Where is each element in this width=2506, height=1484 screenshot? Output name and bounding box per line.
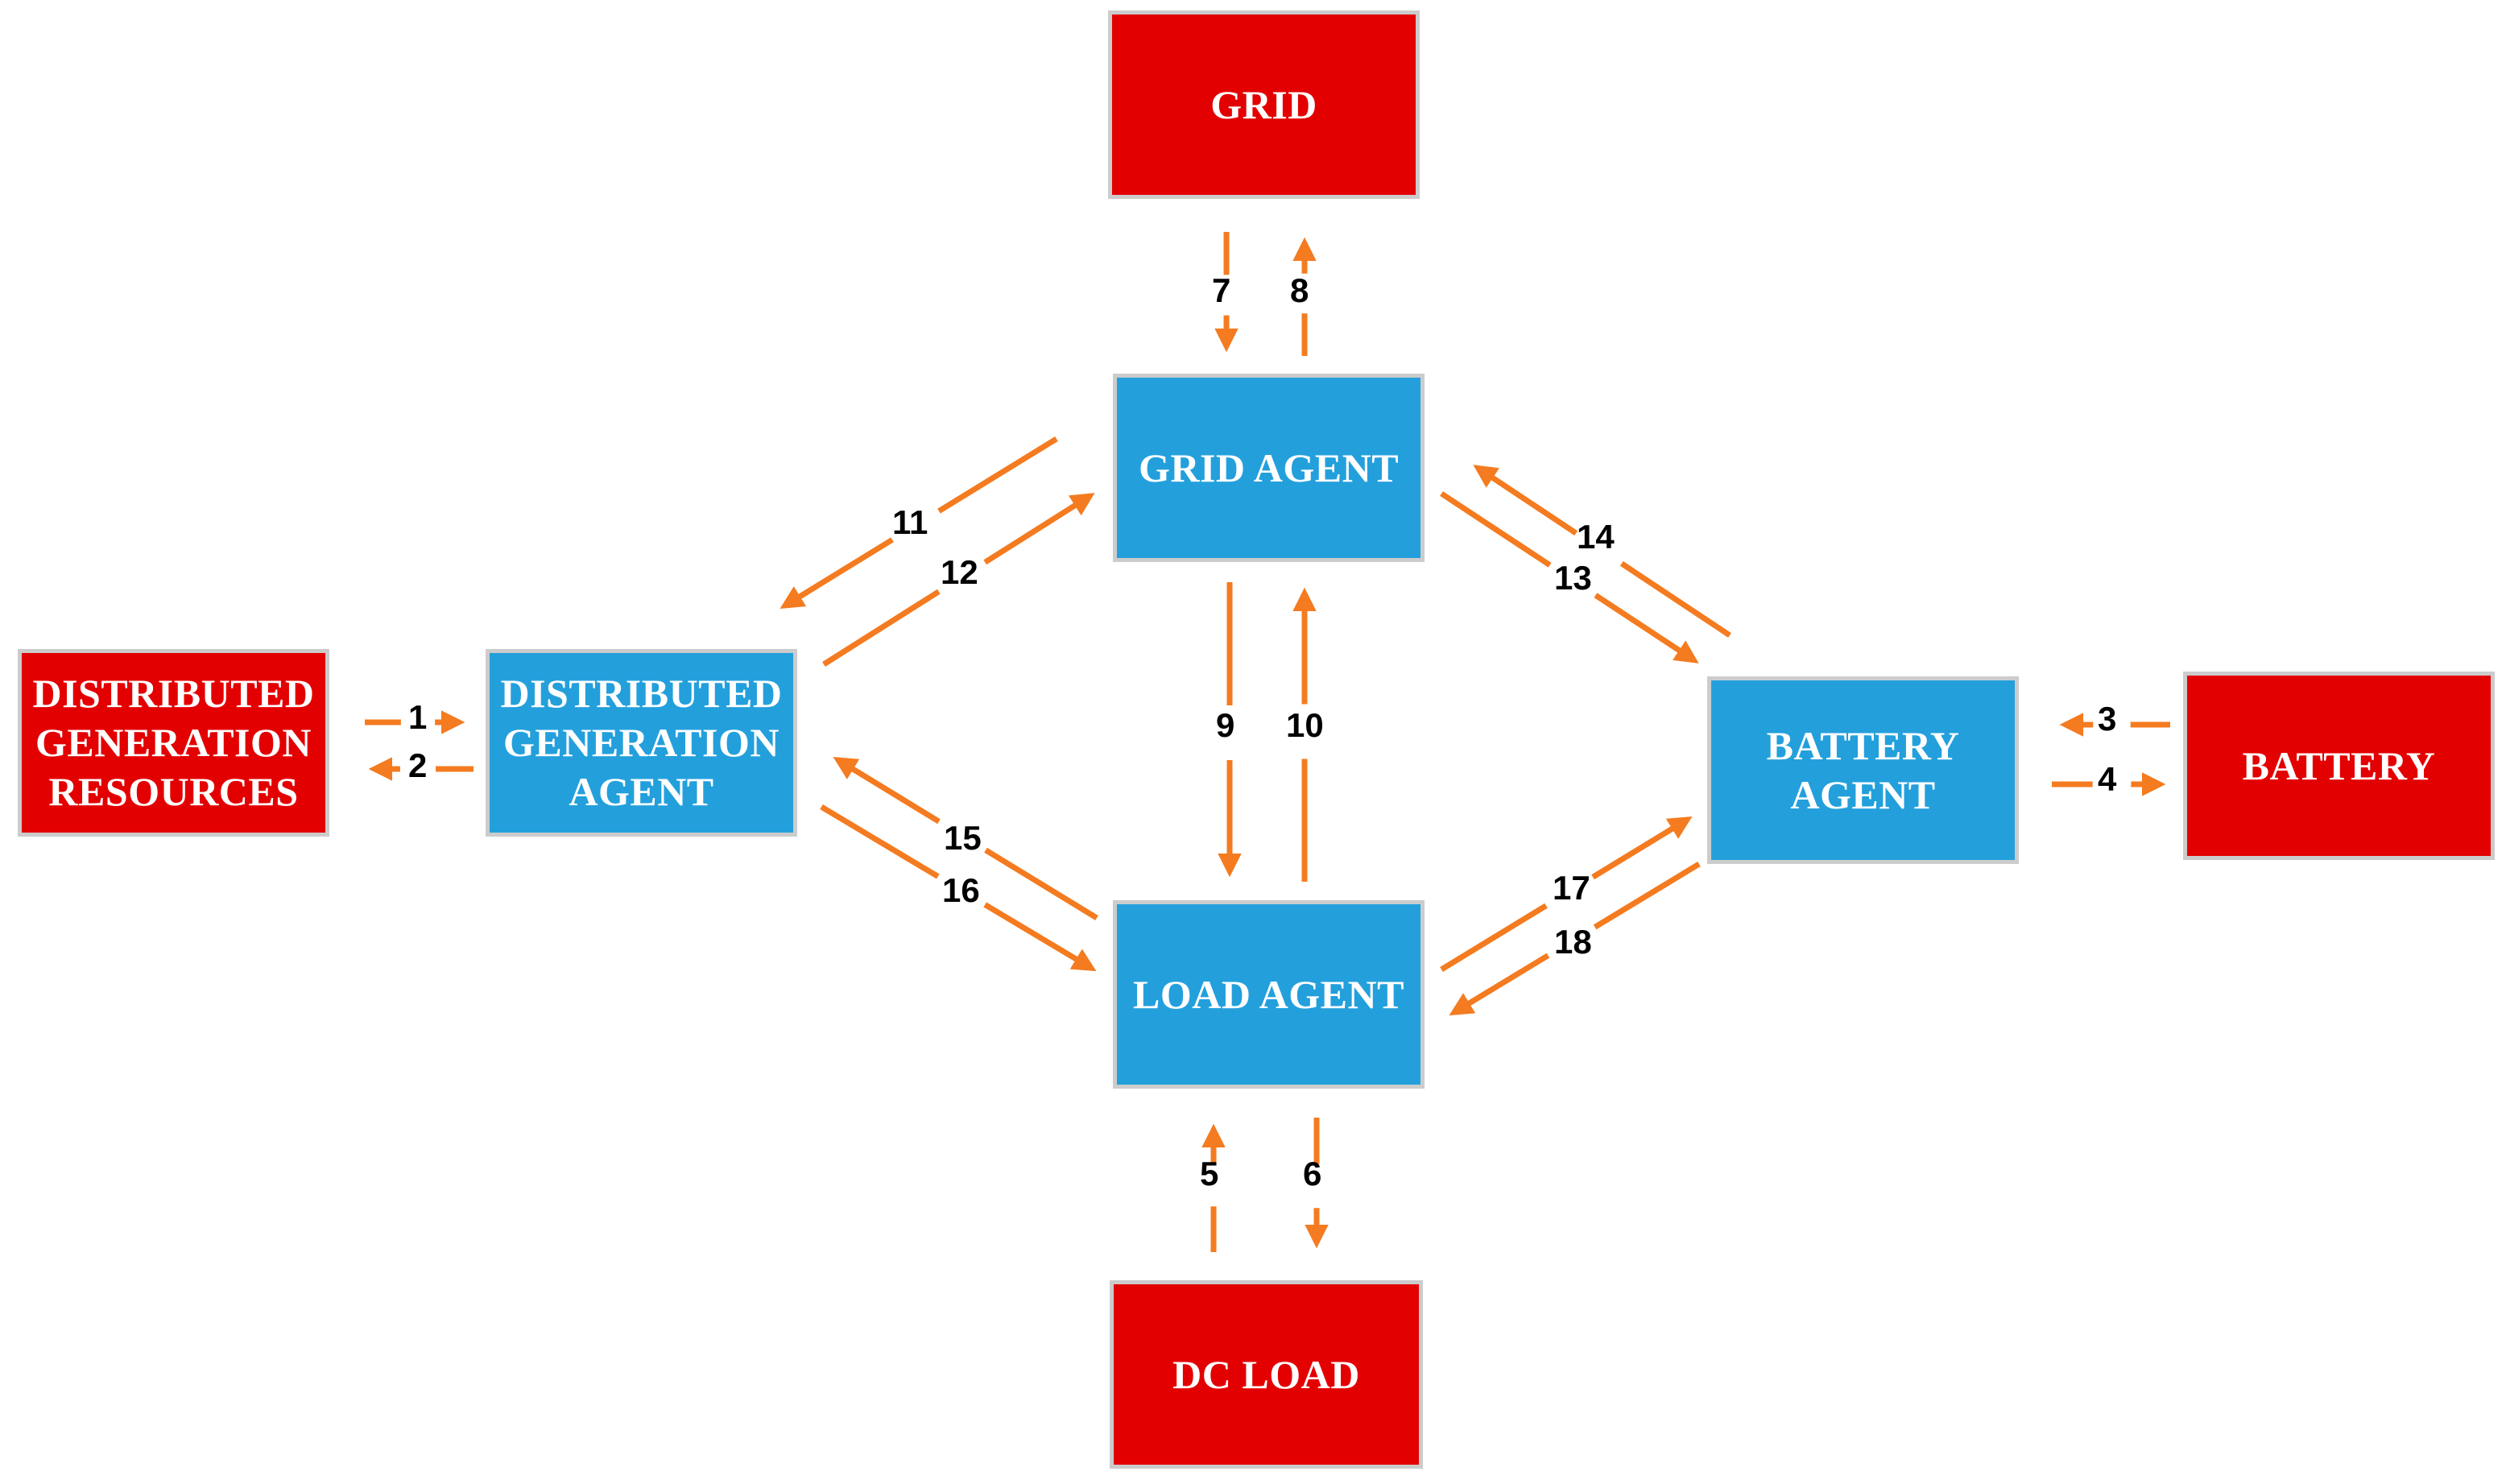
arrow-12-tail <box>822 589 941 667</box>
arrow-14-head <box>1473 465 1578 536</box>
node-grid_agent[interactable]: GRID AGENT <box>1113 374 1425 562</box>
arrow-label-13: 13 <box>1554 559 1592 597</box>
arrow-label-1: 1 <box>408 698 428 736</box>
node-label-grid_agent: GRID AGENT <box>1138 444 1400 490</box>
arrow-label-2: 2 <box>408 746 428 784</box>
arrow-label-12: 12 <box>941 553 978 591</box>
arrow-label-8: 8 <box>1290 271 1309 309</box>
node-load_agent[interactable]: LOAD AGENT <box>1113 900 1425 1089</box>
arrow-11-head <box>780 537 894 610</box>
arrow-16-head <box>983 902 1097 972</box>
arrow-label-7: 7 <box>1212 271 1231 309</box>
arrow-label-15: 15 <box>944 819 982 857</box>
arrow-label-11: 11 <box>892 503 928 541</box>
arrow-label-14: 14 <box>1577 518 1615 556</box>
arrow-17-head <box>1591 816 1693 880</box>
arrow-15-tail <box>984 847 1098 920</box>
arrow-12-head <box>983 493 1095 565</box>
node-battery[interactable]: BATTERY <box>2183 672 2495 860</box>
arrow-18-tail <box>1593 862 1701 930</box>
arrow-16-tail <box>820 804 940 879</box>
node-label-load_agent: LOAD AGENT <box>1132 971 1404 1017</box>
arrow-13-tail <box>1440 491 1552 568</box>
arrow-17-tail <box>1440 903 1548 972</box>
node-grid[interactable]: GRID <box>1108 10 1420 199</box>
arrow-label-9: 9 <box>1216 706 1235 744</box>
arrow-label-5: 5 <box>1200 1155 1219 1193</box>
arrow-label-18: 18 <box>1554 923 1592 961</box>
arrow-18-head <box>1449 953 1550 1016</box>
node-label-grid: GRID <box>1210 81 1317 127</box>
arrow-label-6: 6 <box>1303 1155 1322 1193</box>
arrow-label-3: 3 <box>2098 700 2117 738</box>
arrow-11-tail <box>937 436 1058 514</box>
arrow-label-10: 10 <box>1286 706 1324 744</box>
node-label-battery: BATTERY <box>2242 742 2436 788</box>
arrow-14-tail <box>1619 560 1731 638</box>
node-dc_load[interactable]: DC LOAD <box>1110 1280 1423 1469</box>
arrow-label-17: 17 <box>1553 869 1590 907</box>
arrow-13-head <box>1594 593 1699 663</box>
arrow-label-16: 16 <box>942 871 980 909</box>
arrow-15-head <box>833 756 941 825</box>
arrow-label-4: 4 <box>2098 760 2117 798</box>
node-label-dc_load: DC LOAD <box>1172 1351 1360 1397</box>
